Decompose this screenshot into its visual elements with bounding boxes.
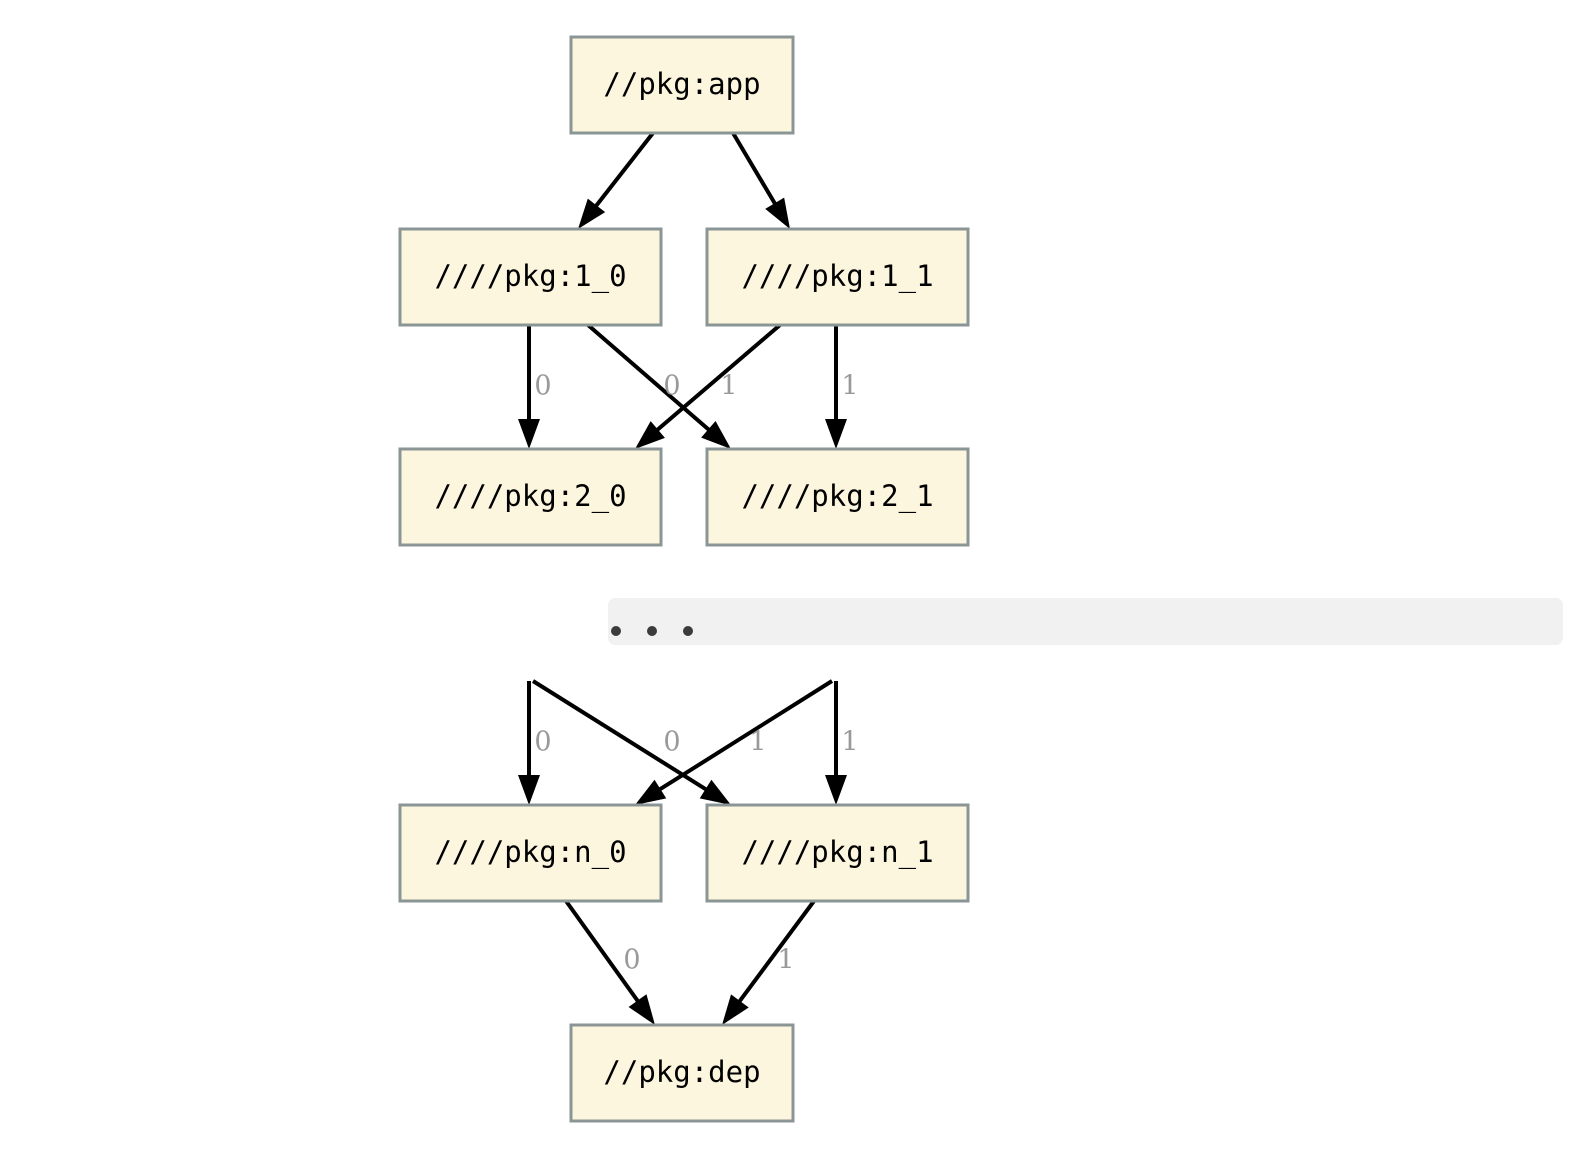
node-box[interactable] [398, 803, 663, 903]
edge-line [651, 323, 782, 435]
edge-arrowhead-icon [699, 779, 731, 805]
node-label: ////pkg:1_1 [741, 259, 933, 294]
edge-label: 0 [534, 371, 551, 402]
node-label: ////pkg:n_1 [741, 835, 933, 870]
node-box[interactable] [705, 447, 970, 547]
edge-line [591, 131, 655, 212]
graph-edge: 0 [531, 679, 731, 805]
graph-edge: 1 [635, 323, 782, 449]
edge-arrowhead-icon [578, 198, 606, 229]
graph-node-app[interactable]: //pkg:app [569, 35, 795, 135]
node-box[interactable] [398, 227, 663, 327]
graph-edge: 1 [825, 681, 859, 805]
graph-node-nn_0[interactable]: ////pkg:n_0 [398, 803, 663, 903]
edge-label: 1 [841, 727, 858, 758]
node-label: //pkg:app [603, 67, 760, 101]
node-label: ////pkg:n_0 [434, 835, 626, 870]
edge-arrowhead-icon [722, 994, 749, 1025]
node-box[interactable] [705, 227, 970, 327]
edge-label: 0 [534, 727, 551, 758]
edge-label: 1 [777, 945, 794, 976]
edge-line [731, 131, 780, 210]
ellipsis-continuation-group [608, 598, 1563, 645]
edge-line [564, 899, 643, 1007]
node-label: ////pkg:2_1 [741, 479, 933, 514]
edge-arrowhead-icon [765, 197, 790, 229]
nodes-layer: //pkg:app ////pkg:1_0 ////pkg:1_1 ////pkg:2… [398, 35, 970, 1123]
graph-edge [578, 131, 655, 229]
graph-edge: 0 [586, 323, 731, 449]
graph-edge: 0 [518, 325, 552, 449]
node-label: ////pkg:1_0 [434, 259, 626, 294]
graph-edge: 0 [518, 681, 552, 805]
ellipsis-dot [683, 626, 693, 636]
edge-arrowhead-icon [701, 421, 731, 449]
node-label: //pkg:dep [603, 1055, 760, 1089]
edge-label: 0 [663, 727, 680, 758]
graph-edge: 0 [564, 899, 655, 1025]
graph-node-nn_1[interactable]: ////pkg:n_1 [705, 803, 970, 903]
edge-arrowhead-icon [518, 419, 540, 449]
graph-node-n2_1[interactable]: ////pkg:2_1 [705, 447, 970, 547]
edge-arrowhead-icon [825, 775, 847, 805]
node-box[interactable] [569, 35, 795, 135]
graph-edge [731, 131, 790, 229]
node-box[interactable] [569, 1023, 795, 1123]
edge-arrowhead-icon [825, 419, 847, 449]
edge-label: 0 [663, 371, 680, 402]
edge-arrowhead-icon [628, 994, 655, 1025]
edge-label: 0 [623, 945, 640, 976]
edge-arrowhead-icon [518, 775, 540, 805]
edge-line [734, 899, 816, 1007]
node-label: ////pkg:2_0 [434, 479, 626, 514]
edge-line [586, 323, 715, 435]
node-box[interactable] [705, 803, 970, 903]
edges-layer: 0 0 1 1 0 0 1 1 0 1 [518, 131, 859, 1025]
ellipsis-band [608, 598, 1563, 645]
graph-edge: 1 [825, 325, 859, 449]
node-box[interactable] [398, 447, 663, 547]
ellipsis-dot [611, 626, 621, 636]
graph-node-n1_1[interactable]: ////pkg:1_1 [705, 227, 970, 327]
graph-edge: 1 [635, 679, 834, 805]
edge-arrowhead-icon [635, 779, 667, 805]
graph-node-n2_0[interactable]: ////pkg:2_0 [398, 447, 663, 547]
edge-label: 1 [720, 371, 737, 402]
edge-label: 1 [841, 371, 858, 402]
graph-edge: 1 [722, 899, 816, 1025]
graph-node-dep[interactable]: //pkg:dep [569, 1023, 795, 1123]
edge-label: 1 [749, 727, 766, 758]
edge-line [654, 679, 834, 794]
graph-node-n1_0[interactable]: ////pkg:1_0 [398, 227, 663, 327]
ellipsis-dot [647, 626, 657, 636]
edge-arrowhead-icon [635, 421, 665, 449]
